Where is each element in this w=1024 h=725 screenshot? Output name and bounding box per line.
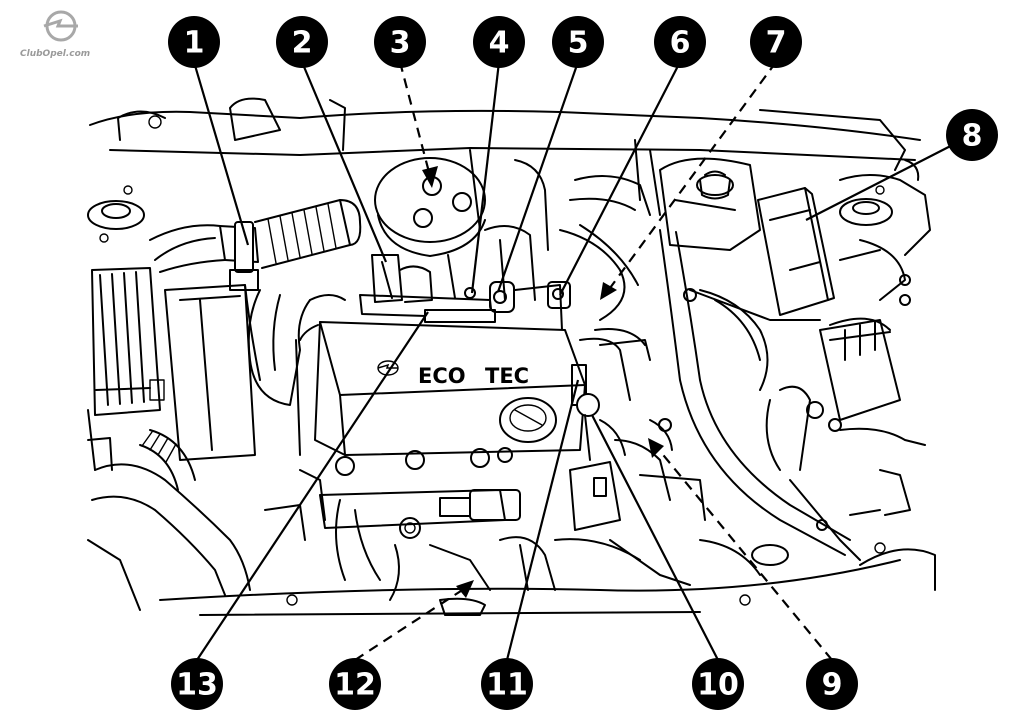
- svg-text:3: 3: [390, 26, 411, 61]
- callout-11: 11: [481, 658, 533, 710]
- svg-text:11: 11: [486, 668, 528, 703]
- engine-bay-outline: ECO TEC: [87, 97, 936, 616]
- svg-text:9: 9: [822, 668, 843, 703]
- callout-8: 8: [946, 109, 998, 161]
- callout-10: 10: [692, 658, 744, 710]
- callout-13: 13: [171, 658, 223, 710]
- watermark-logo: ClubOpel.com: [20, 10, 90, 59]
- engine-cover-emblem: [377, 360, 399, 376]
- engine-brand-tec: TEC: [485, 364, 529, 388]
- callout-12: 12: [329, 658, 381, 710]
- svg-text:2: 2: [292, 26, 313, 61]
- callout-3: 3: [374, 16, 426, 68]
- svg-text:8: 8: [962, 119, 983, 154]
- opel-logo-icon: [43, 10, 78, 42]
- svg-text:6: 6: [670, 26, 691, 61]
- callout-1: 1: [168, 16, 220, 68]
- svg-text:5: 5: [568, 26, 589, 61]
- callout-4: 4: [473, 16, 525, 68]
- callout-5: 5: [552, 16, 604, 68]
- callout-7: 7: [750, 16, 802, 68]
- engine-brand-eco: ECO: [418, 364, 466, 388]
- svg-text:4: 4: [489, 26, 510, 61]
- svg-text:7: 7: [766, 26, 787, 61]
- svg-text:1: 1: [184, 26, 205, 61]
- watermark-text: ClubOpel.com: [20, 49, 90, 59]
- svg-text:13: 13: [176, 668, 218, 703]
- svg-text:10: 10: [697, 668, 739, 703]
- leader-lines: [192, 61, 973, 661]
- svg-text:12: 12: [334, 668, 376, 703]
- callout-2: 2: [276, 16, 328, 68]
- callout-9: 9: [806, 658, 858, 710]
- callout-6: 6: [654, 16, 706, 68]
